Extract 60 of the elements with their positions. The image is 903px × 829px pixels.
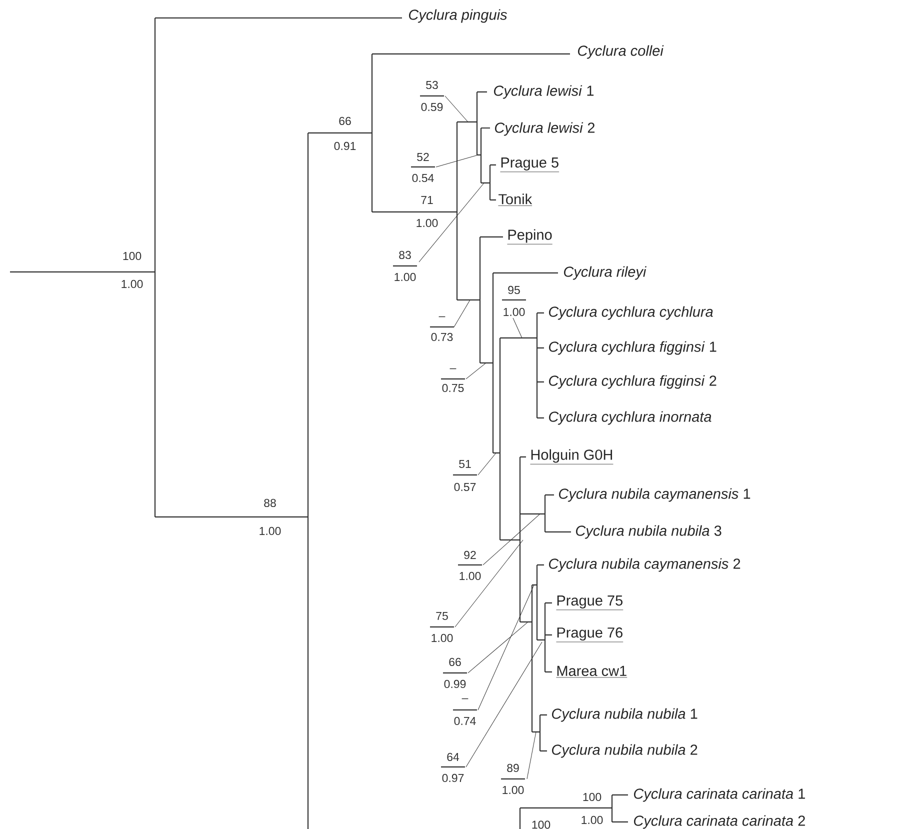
species-name: Cyclura lewisi 1 [494,85,594,99]
species-name: Cyclura carinata carinata 2 [634,815,805,829]
support-value: 100 [583,792,602,802]
species-name: Cyclura cychlura figginsi 1 [549,341,716,355]
support-value: 71 [421,196,433,204]
specimen-name: Holguin G0H [530,449,614,464]
support-value: 75 [436,612,448,620]
support-value: 1.00 [416,218,438,228]
support-value: 100 [532,820,550,829]
species-name: Cyclura nubila nubila 3 [576,525,722,539]
support-value: 1.00 [260,526,281,536]
specimen-name: Prague 5 [500,158,560,172]
specimen-name: Prague 76 [556,627,624,642]
support-value: 0.59 [421,102,443,112]
specimen-name: Pepino [507,229,553,244]
support-value: 1.00 [432,634,453,642]
support-value: 1.00 [122,280,143,288]
support-value: 0.91 [334,142,356,150]
support-value: 64 [447,752,460,762]
species-name: Cyclura carinata carinata 1 [634,788,805,802]
species-name: Cyclura rileyi [564,266,646,280]
support-value: 83 [399,250,411,260]
species-name: Cyclura cychlura figginsi 2 [549,375,716,389]
support-value: 100 [123,252,142,260]
support-value: 1.00 [582,816,603,824]
species-name: Cyclura nubila caymanensis 1 [559,488,750,502]
specimen-name: Tonik [498,194,532,206]
species-name: Cyclura cychlura cychlura [549,306,713,320]
support-value: 66 [339,116,351,126]
support-value: 92 [464,550,476,560]
support-value: 1.00 [504,308,525,316]
support-value: – [450,368,456,370]
support-value: 95 [508,286,520,294]
support-value: 51 [459,460,471,468]
support-value: – [462,698,468,700]
support-value: 1.00 [502,786,524,794]
support-value: 66 [449,658,461,666]
specimen-name: Prague 75 [556,596,624,610]
support-value: – [438,316,446,318]
species-name: Cyclura nubila caymanensis 2 [549,558,740,572]
support-value: 0.73 [431,332,453,342]
species-name: Cyclura cychlura inornata [549,411,712,425]
support-value: 0.99 [444,680,466,688]
species-name: Cyclura nubila nubila 1 [552,708,698,722]
support-value: 52 [417,152,429,162]
support-value: 88 [264,498,276,508]
species-name: Cyclura pinguis [409,9,507,23]
species-name: Cyclura lewisi 2 [495,122,595,136]
support-value: 89 [507,764,519,772]
support-value: 0.54 [412,174,434,182]
support-value: 0.74 [454,716,476,726]
species-name: Cyclura collei [578,45,664,59]
support-value: 0.97 [442,774,464,782]
specimen-name: Marea cw1 [556,666,628,678]
support-value: 0.75 [442,384,464,392]
support-value: 1.00 [460,572,481,580]
support-value: 0.57 [454,482,476,492]
support-value: 1.00 [394,272,416,282]
species-name: Cyclura nubila nubila 2 [552,744,698,758]
support-value: 53 [426,80,438,90]
